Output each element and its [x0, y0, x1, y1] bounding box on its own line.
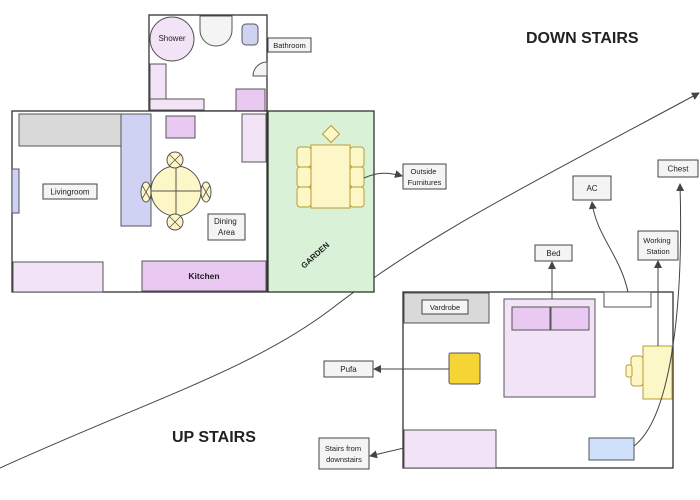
working-station-label-line-2: Station — [646, 247, 669, 256]
chest-label: Chest — [668, 165, 690, 174]
bathroom-cabinet-right — [235, 88, 266, 112]
up-stairs-title: UP STAIRS — [172, 429, 256, 446]
dining-area-label-line-1: Dining — [214, 217, 237, 226]
armchair — [165, 115, 196, 139]
pufa-seat — [448, 352, 481, 385]
ac-arrow — [588, 201, 629, 293]
working-station-chair-back — [625, 364, 633, 378]
garden-table — [310, 144, 351, 209]
outside-furnitures-label: Outside Furnitures — [408, 167, 442, 187]
stairs-label-line-1: Stairs from — [325, 444, 361, 453]
working-station-label-box — [637, 230, 679, 261]
dining-area-label: Dining Area — [214, 217, 239, 237]
ac-unit — [603, 291, 652, 308]
stairs-label-line-2: downstairs — [326, 455, 362, 464]
garden-area: GARDEN — [267, 110, 375, 293]
bathroom-cabinet-left — [149, 63, 167, 101]
stairs-arrow — [369, 447, 405, 459]
kitchen-counter — [141, 260, 267, 292]
bed-pillow-right — [550, 306, 590, 331]
vardrobe-label: Vardrobe — [430, 303, 460, 312]
bed-label: Bed — [546, 249, 560, 258]
pufa-label-box — [323, 360, 374, 378]
garden-chairs-right — [349, 146, 365, 208]
right-wall-cabinet — [241, 113, 267, 163]
upstairs-room — [402, 291, 674, 469]
bathroom-room: Shower — [148, 14, 268, 112]
dining-chair-top — [166, 151, 184, 169]
dining-area-label-line-2: Area — [218, 228, 235, 237]
garden-diamond — [321, 124, 341, 144]
down-stairs-title: DOWN STAIRS — [526, 30, 639, 47]
stairs-label: Stairs from downstairs — [325, 444, 363, 464]
bathroom-label: Bathroom — [273, 41, 306, 50]
working-station-label: Working Station — [643, 236, 672, 256]
outside-furnitures-label-line-2: Furnitures — [408, 178, 442, 187]
stairs-unit — [403, 429, 497, 469]
working-station-label-line-1: Working — [643, 236, 670, 245]
bed-pillow-left — [511, 306, 551, 331]
kitchen-label: Kitchen — [188, 271, 219, 281]
outside-furnitures-arrow — [363, 170, 403, 179]
floor-divider-line — [0, 92, 700, 469]
ac-label: AC — [586, 184, 597, 193]
garden-chairs-left — [296, 146, 312, 208]
livingroom-label-box — [42, 183, 98, 200]
ground-floor-room — [11, 110, 268, 293]
bathroom-bench — [149, 98, 205, 111]
vardrobe-label-box — [421, 299, 469, 315]
bathroom-label-box — [267, 37, 312, 53]
living-side-unit — [11, 168, 20, 214]
dining-chair-right — [200, 181, 212, 203]
dining-chair-left — [140, 181, 152, 203]
outside-furnitures-label-line-1: Outside — [411, 167, 437, 176]
dining-chair-bottom — [166, 213, 184, 231]
toilet-fixture — [199, 15, 233, 47]
pufa-label: Pufa — [340, 365, 357, 374]
outside-furnitures-label-box — [402, 163, 447, 190]
shower-circle — [149, 16, 195, 62]
chest-unit — [588, 437, 635, 461]
stairs-label-box — [318, 437, 370, 470]
livingroom-label: Livingroom — [50, 188, 89, 197]
ac-label-box — [572, 175, 612, 201]
chest-label-box — [657, 159, 699, 178]
bathroom-door-arc — [252, 61, 268, 77]
sink-fixture — [241, 23, 259, 46]
living-rug — [12, 261, 104, 293]
working-station-chair — [630, 355, 644, 387]
dining-area-label-box — [207, 213, 246, 241]
shower-label: Shower — [158, 34, 185, 43]
bed-label-box — [534, 244, 573, 262]
chest-arrow — [633, 183, 685, 447]
living-sofa — [120, 113, 152, 227]
